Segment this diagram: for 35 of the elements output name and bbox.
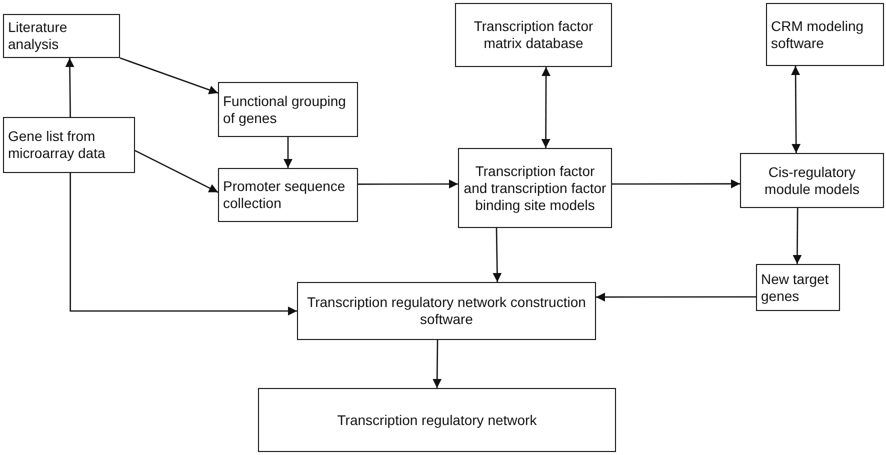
arrow (541, 67, 551, 148)
process-box (740, 153, 884, 208)
box-label: Transcription factor and transcription factor binding site models (463, 162, 607, 214)
arrow (120, 57, 218, 94)
box-label: Functional grouping of genes (223, 92, 347, 126)
process-box (458, 148, 612, 228)
arrow (432, 340, 442, 388)
arrow (358, 180, 458, 189)
process-box (756, 264, 840, 311)
box-label: New target genes (761, 270, 830, 304)
arrow (65, 58, 74, 117)
process-box (3, 14, 120, 58)
box-label: Transcription factor matrix database (472, 18, 594, 52)
arrow (596, 292, 756, 302)
box-label: Literature analysis (8, 19, 68, 53)
process-box (766, 3, 884, 66)
box-label: Transcription regulatory network (337, 412, 537, 428)
arrow (492, 228, 502, 282)
box-label: Cis-regulatory module models (764, 164, 860, 198)
process-box (258, 388, 616, 452)
arrow (612, 179, 740, 188)
process-box (3, 117, 135, 173)
arrow (70, 173, 297, 316)
process-box (297, 282, 596, 340)
process-box (218, 168, 358, 222)
arrow (134, 150, 218, 193)
arrow (792, 208, 802, 264)
box-label: Promoter sequence collection (223, 178, 346, 212)
box-label: Gene list from microarray data (8, 128, 106, 162)
box-label: CRM modeling software (771, 18, 865, 52)
arrow (284, 137, 292, 168)
arrow (791, 66, 801, 153)
box-label: Transcription regulatory network construction software (306, 294, 587, 328)
process-box (455, 3, 612, 67)
process-box (218, 82, 358, 137)
